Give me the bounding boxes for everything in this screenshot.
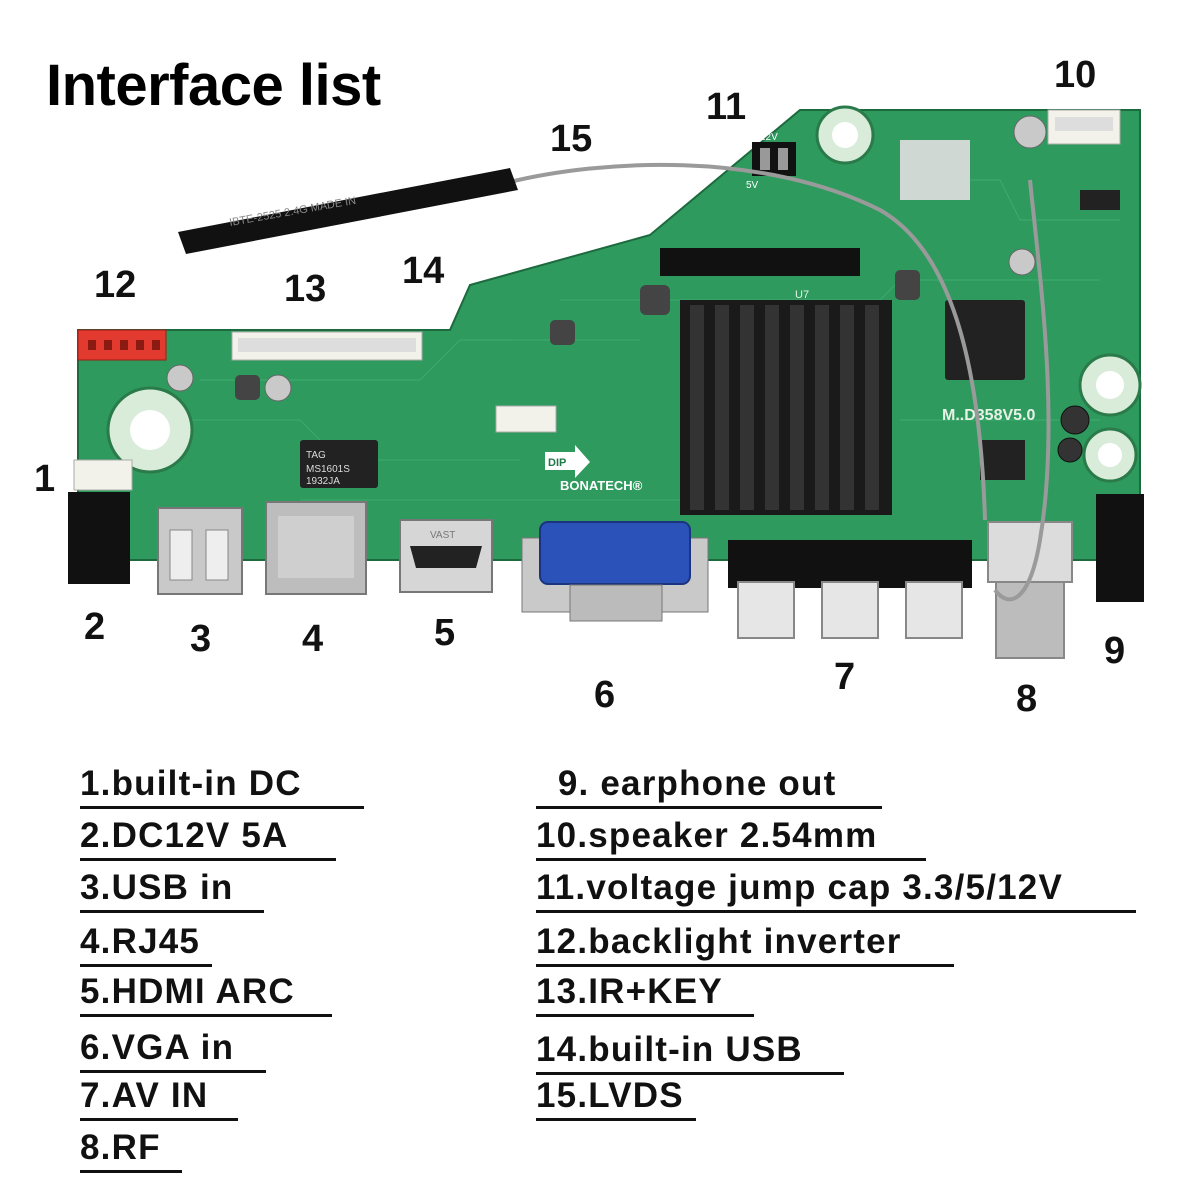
svg-text:JP2: JP2 [728,146,742,155]
voltage-jumper [752,142,796,176]
callout-1: 1 [34,458,56,500]
callout-5: 5 [434,612,456,654]
legend-item-9: 9. earphone out [536,764,882,809]
legend-item-7: 7.AV IN [80,1076,238,1121]
smd-components [235,140,1120,488]
svg-text:5V: 5V [746,180,759,191]
callout-9: 9 [1104,630,1126,672]
rj45-port [265,501,367,595]
speaker-connector [1047,109,1121,145]
legend-item-5: 5.HDMI ARC [80,972,332,1017]
dip-arrow [545,445,590,478]
legend-item-13: 13.IR+KEY [536,972,754,1017]
antenna-cable [178,162,1051,602]
svg-text:MS1601S: MS1601S [306,464,350,475]
built-in-usb-connector [495,405,557,433]
legend-item-14: 14.built-in USB [536,1030,844,1075]
ir-key-connector [231,331,423,361]
svg-text:12V: 12V [760,132,778,143]
callout-14: 14 [402,250,445,292]
legend-item-2: 2.DC12V 5A [80,816,336,861]
callout-11: 11 [706,86,747,128]
legend-item-8: 8.RF [80,1128,182,1173]
callout-15: 15 [550,118,593,160]
legend-item-6: 6.VGA in [80,1028,266,1073]
callout-10: 10 [1054,54,1097,96]
legend-item-15: 15.LVDS [536,1076,696,1121]
dc-jack [68,492,130,584]
heatsink [680,300,892,515]
svg-text:1932JA: 1932JA [306,476,340,487]
callout-3: 3 [190,618,212,660]
legend-item-12: 12.backlight inverter [536,922,954,967]
rf-port [987,521,1073,659]
callout-12: 12 [94,264,137,306]
usb-port [157,507,243,595]
legend-item-4: 4.RJ45 [80,922,212,967]
av-in-ports [728,540,972,639]
callout-6: 6 [594,674,616,716]
callout-13: 13 [284,268,327,310]
hdmi-port [399,519,493,593]
svg-text:DIP: DIP [548,457,566,469]
page-title: Interface list [46,53,381,118]
built-in-dc-connector [73,459,133,491]
callout-8: 8 [1016,678,1038,720]
vga-port [521,521,709,622]
mounting-hole-top-right [815,105,875,165]
svg-text:TAG: TAG [306,450,326,461]
mounting-hole-right [1078,353,1142,483]
backlight-connector [77,329,167,361]
svg-text:BONATECH®: BONATECH® [560,478,643,493]
legend-item-11: 11.voltage jump cap 3.3/5/12V [536,868,1136,913]
pcb-board-illustration: TAG MS1601S 1932JA U7 M..D358V5.0 DIP [68,105,1144,659]
callout-2: 2 [84,606,106,648]
svg-text:VAST: VAST [430,530,455,541]
mounting-hole-left [106,386,194,474]
svg-text:U7: U7 [795,289,809,301]
svg-text:M..D358V5.0: M..D358V5.0 [942,407,1035,424]
callout-4: 4 [302,618,324,660]
electrolytic-capacitors [166,115,1090,463]
earphone-jack [1096,494,1144,602]
legend-item-10: 10.speaker 2.54mm [536,816,926,861]
legend-item-3: 3.USB in [80,868,264,913]
pin-header [660,248,860,276]
callout-7: 7 [834,656,856,698]
legend-item-1: 1.built-in DC [80,764,364,809]
